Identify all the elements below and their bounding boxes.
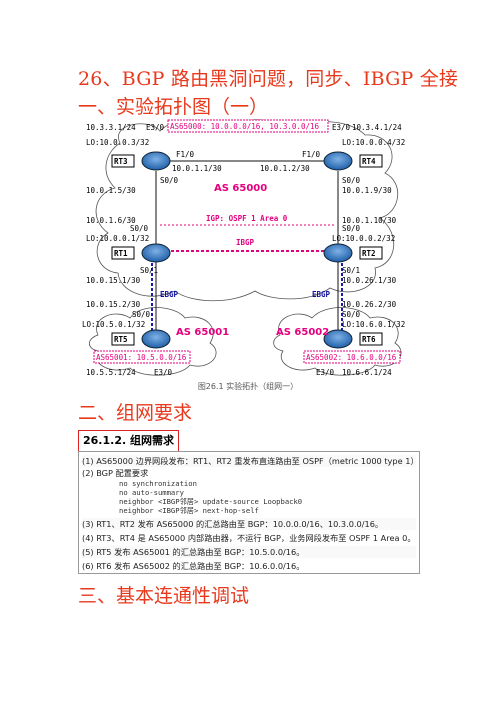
rt3-lo: LO:10.0.0.3/32 [86, 138, 149, 147]
topology-diagram: RT3 RT4 RT1 RT2 RT5 RT6 AS65000: 10.0.0.… [82, 119, 405, 377]
rt3-e30: E3/0 [146, 123, 165, 132]
requirement-item: (5) RT5 发布 AS65001 的汇总路由至 BGP：10.5.0.0/1… [82, 546, 416, 558]
rt5-e30: E3/0 [154, 368, 173, 377]
rt1-s01: S0/1 [140, 266, 158, 275]
router-rt5 [141, 329, 171, 349]
rt5-name: RT5 [114, 335, 128, 344]
rt6-e30-net: 10.6.6.1/24 [342, 368, 392, 377]
rt5-lo: LO:10.5.0.1/32 [82, 320, 145, 329]
rt1-s00: S0/0 [130, 224, 149, 233]
rt6-name: RT6 [362, 335, 376, 344]
section-heading-requirements: 二、组网要求 [78, 402, 193, 424]
rt6-lo: LO:10.6.0.1/32 [342, 320, 405, 329]
router-rt4 [323, 151, 353, 171]
rt2-s01: S0/1 [342, 266, 360, 275]
requirement-item: (3) RT1、RT2 发布 AS65000 的汇总路由至 BGP：10.0.0… [82, 518, 416, 530]
document-title: 26、BGP 路由黑洞问题，同步、IBGP 全接 [78, 68, 459, 90]
rt6-e30: E3/0 [316, 368, 335, 377]
requirement-item: (2) BGP 配置要求 [82, 468, 149, 478]
rt4-e30-net: 10.3.4.1/24 [352, 123, 402, 132]
rt2-name: RT2 [362, 249, 376, 258]
rt4-f10-ip: 10.0.1.2/30 [260, 164, 310, 173]
rt3-s00-ip: 10.0.1.5/30 [86, 186, 136, 195]
igp-label: IGP: OSPF 1 Area 0 [206, 214, 288, 223]
summary-left: AS65001: 10.5.0.0/16 [96, 353, 187, 362]
section-heading-topology: 一、实验拓扑图（一） [78, 96, 269, 118]
ibgp-label: IBGP [236, 238, 255, 247]
rt4-s00: S0/0 [342, 176, 361, 185]
rt3-e30-net: 10.3.3.1/24 [86, 123, 136, 132]
rt2-s00: S0/0 [342, 224, 361, 233]
rt6-s00-ip: 10.0.26.2/30 [342, 300, 397, 309]
config-line: no synchronization [119, 479, 197, 488]
router-rt6 [323, 329, 353, 349]
config-line: neighbor <IBGP邻居> update-source Loopback… [119, 497, 303, 506]
as-left: AS 65001 [176, 327, 229, 338]
as-center: AS 65000 [214, 183, 267, 194]
as-right: AS 65002 [276, 327, 329, 338]
config-line: neighbor <IBGP邻居> next-hop-self [119, 506, 259, 515]
rt4-s00-ip: 10.0.1.9/30 [342, 186, 392, 195]
requirements-title: 26.1.2. 组网需求 [78, 430, 179, 452]
rt3-name: RT3 [114, 157, 128, 166]
rt3-s00: S0/0 [160, 176, 179, 185]
rt4-lo: LO:10.0.0.4/32 [342, 138, 405, 147]
summary-right: AS65002: 10.6.0.0/16 [306, 353, 397, 362]
requirement-item: (4) RT3、RT4 是 AS65000 内部路由器，不运行 BGP，业务网段… [82, 533, 416, 543]
router-rt2 [323, 243, 353, 263]
requirement-item: (1) AS65000 边界网段发布：RT1、RT2 重发布直连路由至 OSPF… [82, 455, 419, 467]
config-line: no auto-summary [119, 488, 184, 497]
rt1-lo: LO:10.0.0.1/32 [86, 234, 149, 243]
figure-caption: 图26.1 实验拓扑（组网一） [197, 382, 299, 391]
rt5-s00-ip: 10.0.15.2/30 [86, 300, 141, 309]
rt6-s00: S0/0 [342, 310, 361, 319]
rt4-name: RT4 [362, 157, 376, 166]
requirement-item: (6) RT6 发布 AS65002 的汇总路由至 BGP：10.6.0.0/1… [82, 561, 305, 571]
rt3-f10: F1/0 [176, 150, 195, 159]
rt2-s01-ip: 10.0.26.1/30 [342, 276, 397, 285]
router-rt3 [141, 151, 171, 171]
rt4-f10: F1/0 [302, 150, 321, 159]
rt2-s00-ip: 10.0.1.10/30 [342, 216, 397, 225]
topology-figure: RT3 RT4 RT1 RT2 RT5 RT6 AS65000: 10.0.0.… [80, 113, 416, 379]
requirements-box: (1) AS65000 边界网段发布：RT1、RT2 重发布直连路由至 OSPF… [78, 451, 420, 574]
router-rt1 [141, 243, 171, 263]
rt1-s00-ip: 10.0.1.6/30 [86, 216, 136, 225]
summary-top: AS65000: 10.0.0.0/16, 10.3.0.0/16 [170, 122, 319, 131]
section-heading-connectivity: 三、基本连通性调试 [78, 585, 250, 607]
ebgp-left-label: EBGP [160, 290, 179, 299]
rt4-e30: E3/0 [332, 123, 351, 132]
ebgp-right-label: EBGP [312, 290, 331, 299]
rt5-e30-net: 10.5.5.1/24 [86, 368, 136, 377]
rt1-s01-ip: 10.0.15.1/30 [86, 276, 141, 285]
rt2-lo: LO:10.0.0.2/32 [332, 234, 395, 243]
rt1-name: RT1 [114, 249, 128, 258]
rt3-f10-ip: 10.0.1.1/30 [172, 164, 222, 173]
rt5-s00: S0/0 [132, 310, 151, 319]
